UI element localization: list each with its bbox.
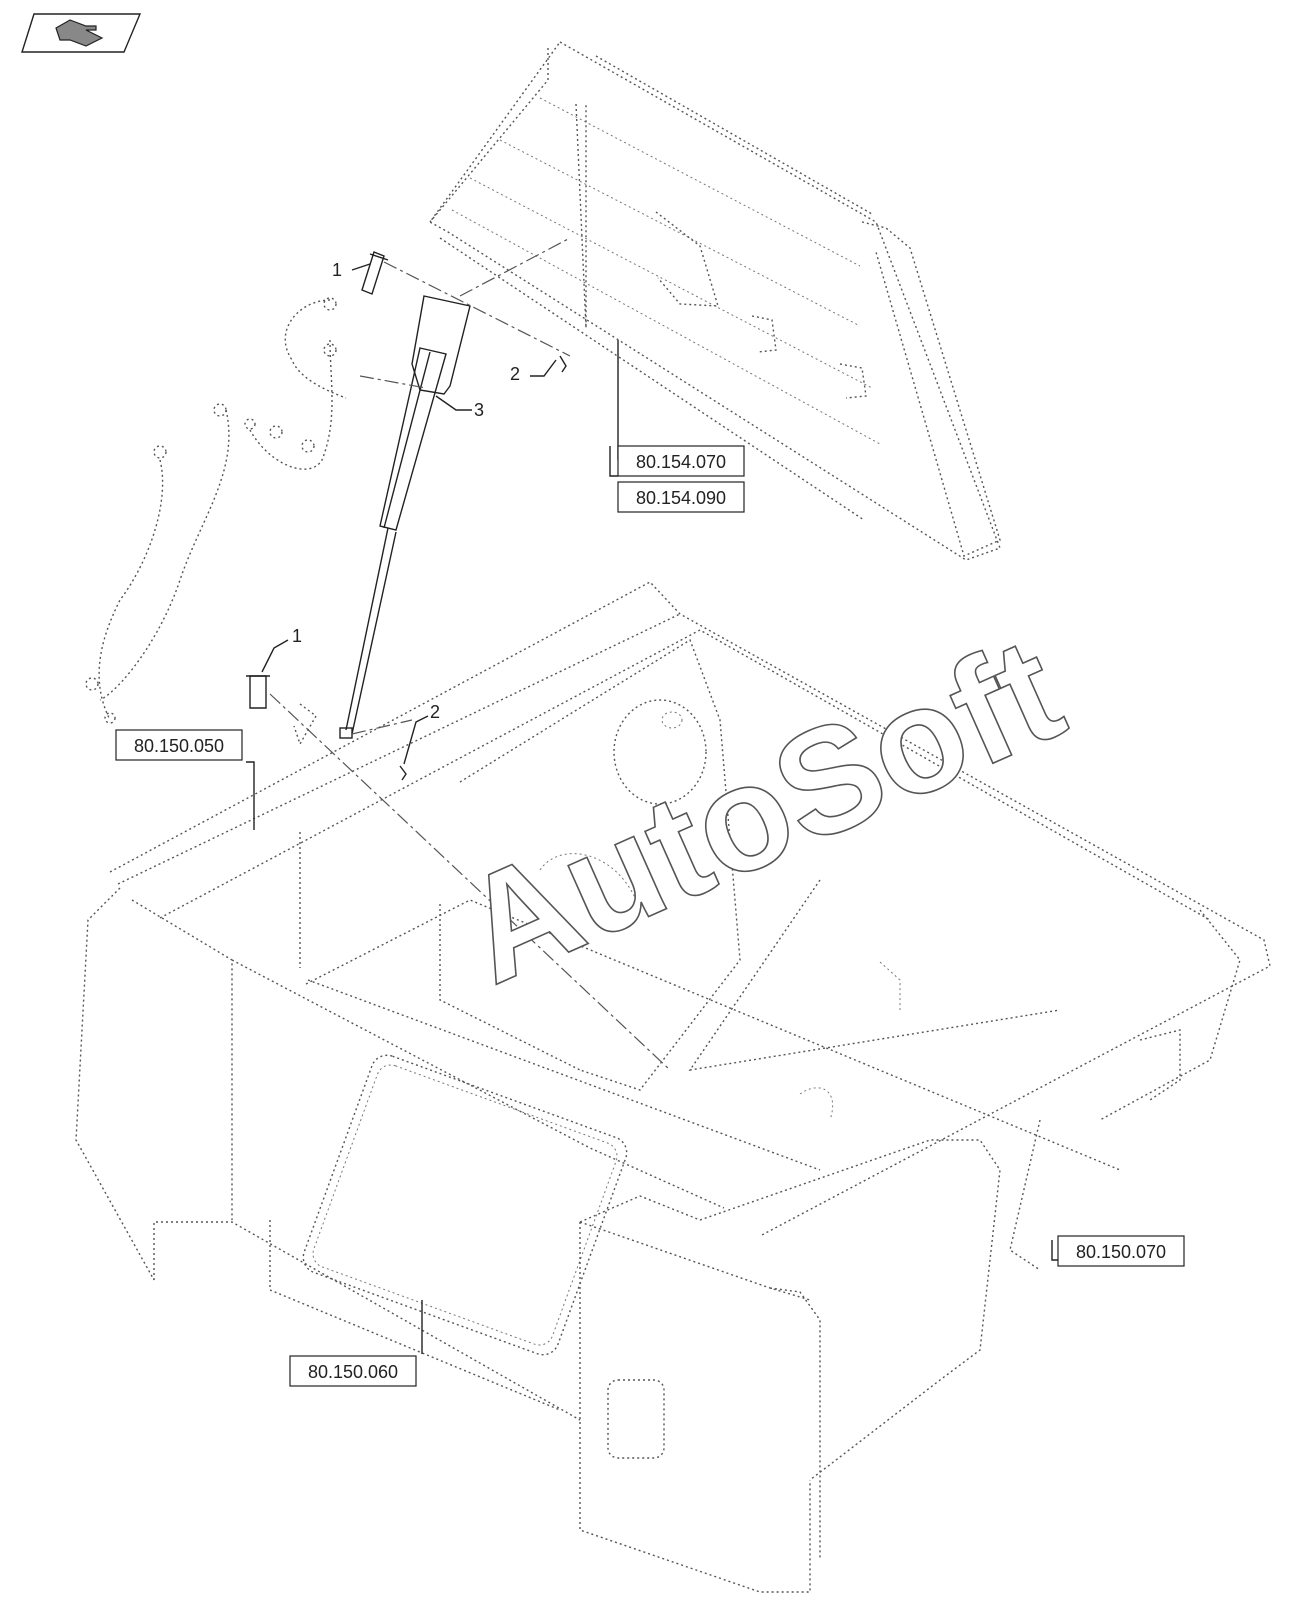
svg-text:80.150.060: 80.150.060 <box>308 1362 398 1382</box>
ref-box-80-150-070[interactable]: 80.150.070 <box>1057 1235 1185 1267</box>
wire-harness <box>85 297 347 724</box>
svg-text:2: 2 <box>430 702 440 722</box>
watermark: AutoSoft <box>437 603 1085 1016</box>
return-button[interactable] <box>21 13 142 53</box>
ref-box-80-154-090[interactable]: 80.154.090 <box>617 481 745 513</box>
fastener-pin-top <box>361 251 389 295</box>
lower-body-frame <box>75 581 1271 1593</box>
svg-text:2: 2 <box>510 364 520 384</box>
fastener-pin-low <box>246 675 270 709</box>
svg-text:80.150.050: 80.150.050 <box>134 736 224 756</box>
upper-lid-panel <box>428 41 1001 561</box>
svg-text:80.154.090: 80.154.090 <box>636 488 726 508</box>
gas-strut <box>339 295 471 739</box>
svg-text:AutoSoft: AutoSoft <box>438 604 1085 1015</box>
callout-3: 3 <box>435 395 484 420</box>
svg-text:80.154.070: 80.154.070 <box>636 452 726 472</box>
svg-text:1: 1 <box>292 626 302 646</box>
ref-box-80-154-070[interactable]: 80.154.070 <box>609 445 745 477</box>
svg-text:1: 1 <box>332 260 342 280</box>
svg-text:80.150.070: 80.150.070 <box>1076 1242 1166 1262</box>
ref-box-80-150-050[interactable]: 80.150.050 <box>115 729 243 761</box>
fastener-clip-top <box>559 355 567 373</box>
callout-1-low: 1 <box>261 626 302 673</box>
return-arrow-icon <box>55 19 104 47</box>
ref-box-80-150-060[interactable]: 80.150.060 <box>289 1355 417 1387</box>
callout-2-low: 2 <box>403 702 440 765</box>
fastener-clip-low <box>399 765 407 781</box>
callout-1-top: 1 <box>332 260 371 280</box>
svg-text:3: 3 <box>474 400 484 420</box>
callout-2-top: 2 <box>510 359 557 384</box>
